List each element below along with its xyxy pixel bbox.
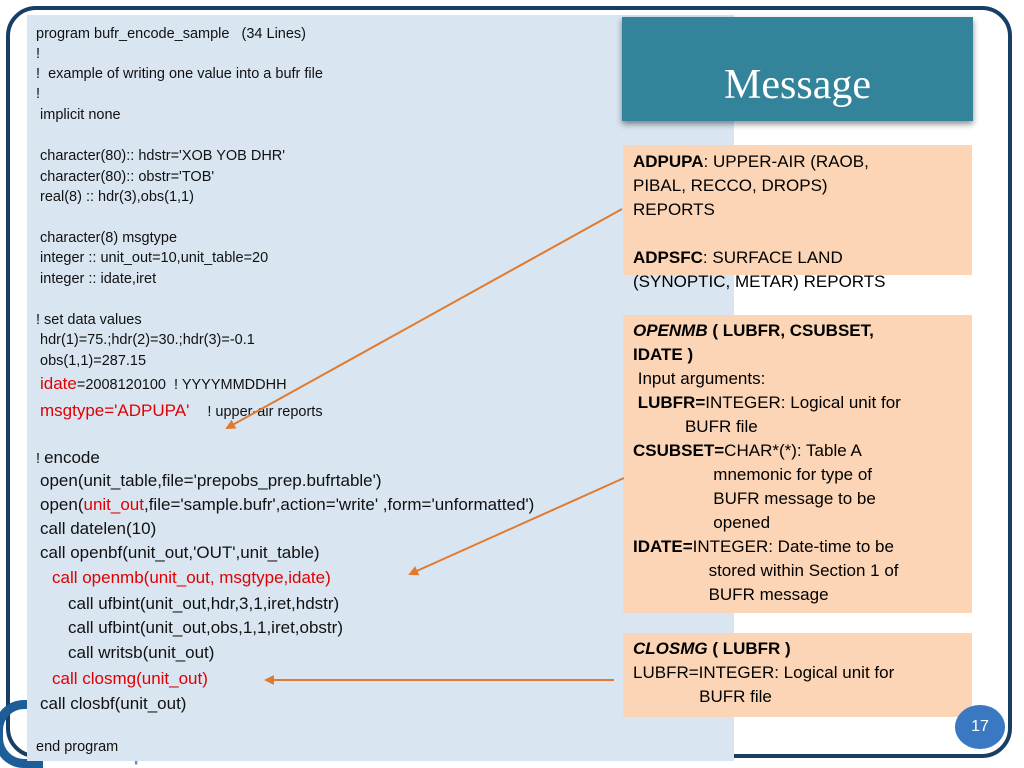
code-line: ! example of writing one value into a bu… xyxy=(36,66,323,82)
code-line: character(80):: obstr='TOB' xyxy=(36,169,215,185)
msgtype-comment: ! upper-air reports xyxy=(207,404,323,420)
code-line: obs(1,1)=287.15 xyxy=(36,353,147,369)
code-line-openmb: call openmb(unit_out, msgtype,idate) xyxy=(52,568,331,587)
code-line: call openbf(unit_out,'OUT',unit_table) xyxy=(40,543,320,562)
code-line: implicit none xyxy=(36,107,121,123)
page-number-badge: 17 xyxy=(955,705,1005,749)
idate-value: =2008120100 ! YYYYMMDDHH xyxy=(76,377,287,393)
code-line: integer :: unit_out=10,unit_table=20 xyxy=(36,250,269,266)
code-line: integer :: idate,iret xyxy=(36,271,157,287)
closmg-note: CLOSMG ( LUBFR ) LUBFR=INTEGER: Logical … xyxy=(623,633,972,717)
code-line: ! set data values xyxy=(36,312,142,328)
code-line-encode: ! encode xyxy=(36,448,100,467)
unit-out-highlight: unit_out xyxy=(83,495,144,514)
code-line: call ufbint(unit_out,hdr,3,1,iret,hdstr) xyxy=(68,594,340,613)
msgtype-highlight: msgtype='ADPUPA' xyxy=(40,401,190,420)
code-line-open-out: open(unit_out,file='sample.bufr',action=… xyxy=(40,495,535,514)
code-line: open(unit_table,file='prepobs_prep.bufrt… xyxy=(40,471,382,490)
code-panel: program bufr_encode_sample (34 Lines) ! … xyxy=(27,15,734,761)
arrow-to-openmb xyxy=(408,477,625,576)
closmg-name: CLOSMG xyxy=(633,639,708,658)
slide-title: Message xyxy=(724,62,871,108)
code-line: ! xyxy=(36,46,41,62)
code-line: character(8) msgtype xyxy=(36,230,178,246)
title-box: Message xyxy=(622,17,973,121)
adpsfc-key: ADPSFC xyxy=(633,248,703,267)
adpupa-key: ADPUPA xyxy=(633,152,704,171)
code-line: call closbf(unit_out) xyxy=(40,694,187,713)
idate-highlight: idate xyxy=(40,374,77,393)
code-line: real(8) :: hdr(3),obs(1,1) xyxy=(36,189,194,205)
code-line-msgtype: msgtype='ADPUPA' ! upper-air reports xyxy=(40,400,323,422)
code-line: ! xyxy=(36,86,41,102)
code-line: character(80):: hdstr='XOB YOB DHR' xyxy=(36,148,286,164)
logo-arc-icon xyxy=(0,700,43,768)
code-line: hdr(1)=75.;hdr(2)=30.;hdr(3)=-0.1 xyxy=(36,332,255,348)
code-line: call writsb(unit_out) xyxy=(68,643,215,662)
arrow-to-msgtype xyxy=(225,208,623,429)
code-line: program bufr_encode_sample (34 Lines) xyxy=(36,26,307,42)
code-line: call ufbint(unit_out,obs,1,1,iret,obstr) xyxy=(68,618,343,637)
message-types-note: ADPUPA: UPPER-AIR (RAOB, PIBAL, RECCO, D… xyxy=(623,145,972,291)
code-line-closmg: call closmg(unit_out) xyxy=(52,669,208,688)
code-line: call datelen(10) xyxy=(40,519,157,538)
code-line: end program xyxy=(36,739,119,755)
openmb-name: OPENMB xyxy=(633,321,708,340)
code-line-idate: idate=2008120100 ! YYYYMMDDHH xyxy=(40,373,287,395)
openmb-note: OPENMB ( LUBFR, CSUBSET, IDATE ) Input a… xyxy=(623,315,972,613)
